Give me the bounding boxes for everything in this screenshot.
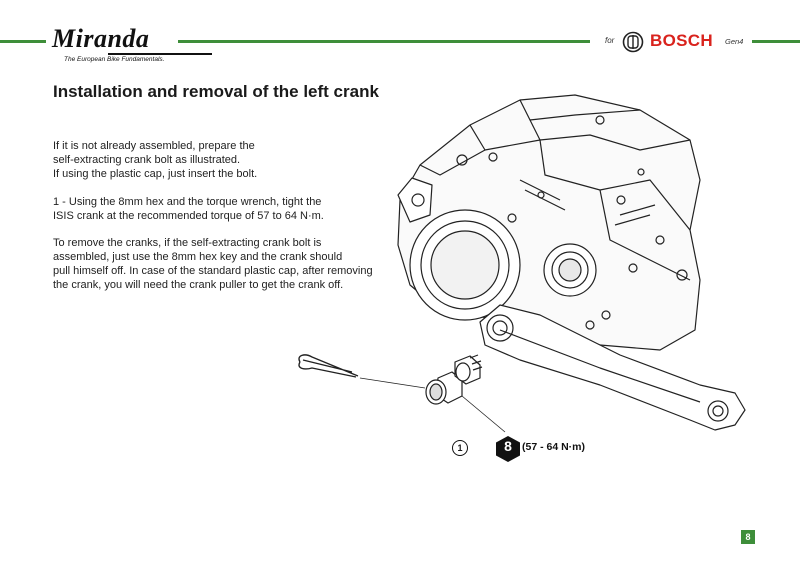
logo-underline (108, 53, 212, 55)
header-rule-middle (178, 40, 590, 43)
paragraph-prepare-bolt: If it is not already assembled, prepare … (53, 140, 258, 180)
page-title: Installation and removal of the left cra… (53, 82, 379, 101)
crank-arm (479, 304, 746, 431)
hex-size-label: 8 (504, 438, 512, 454)
generation-label: Gen4 (725, 37, 744, 46)
retaining-clip (298, 354, 359, 377)
hex-key-icon (496, 436, 520, 462)
for-label: for (605, 36, 615, 45)
brand-tagline: The European Bike Fundamentals. (64, 56, 165, 63)
bosch-wordmark: BOSCH (650, 31, 713, 50)
header-rule-right (752, 40, 800, 43)
step-number-badge: 1 (452, 440, 468, 456)
header-rule-left (0, 40, 46, 43)
paragraph-torque-step: 1 - Using the 8mm hex and the torque wre… (53, 196, 324, 222)
page-number: 8 (741, 530, 755, 544)
miranda-logo: Miranda The European Bike Fundamentals. (52, 24, 212, 63)
paragraph-removal: To remove the cranks, if the self-extrac… (53, 237, 373, 291)
crank-installation-illustration (298, 94, 746, 433)
crank-bolt (425, 354, 483, 405)
bosch-armature-icon (622, 31, 644, 53)
mount-lug (397, 177, 433, 223)
brand-name: Miranda (52, 24, 150, 53)
torque-value: (57 - 64 N·m) (522, 441, 586, 453)
